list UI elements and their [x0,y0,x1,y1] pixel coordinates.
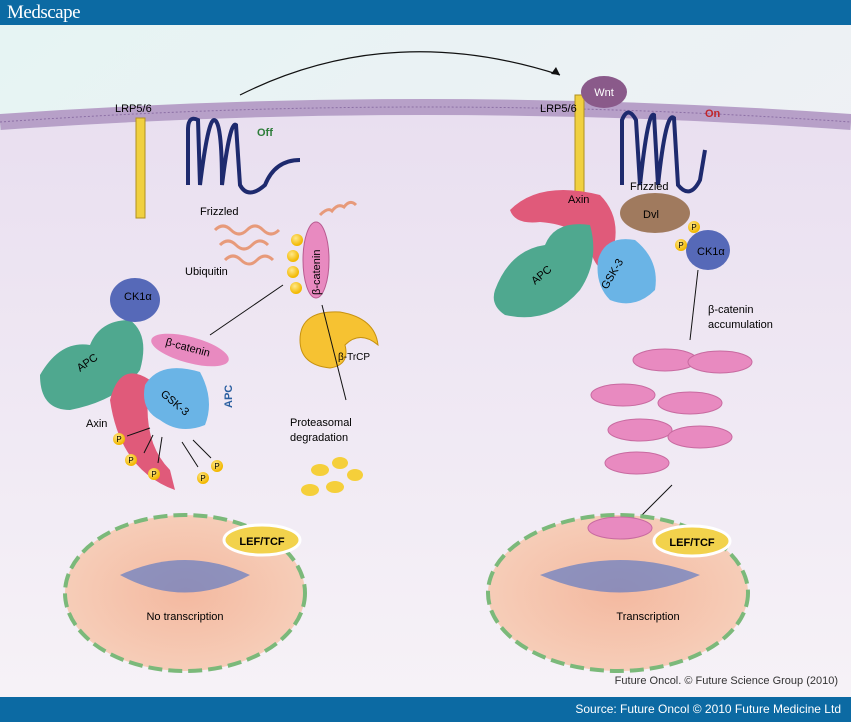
dvl-label: Dvl [643,209,659,221]
header-bar: Medscape [0,0,851,25]
ubiquitin-chain [213,200,358,266]
wnt-ligand [581,76,627,108]
gsk3-right [597,239,656,304]
ck1a-right [686,230,730,270]
ck1a-label-left: CK1α [124,291,152,303]
svg-text:P: P [214,462,219,471]
off-label: Off [257,127,273,139]
degraded-fragments [301,457,363,496]
axin-label-right: Axin [568,194,589,206]
phospho-groups-right: P P [675,221,700,251]
wnt-label: Wnt [594,87,614,99]
lrp-label-left: LRP5/6 [115,103,152,115]
axin-right [510,190,616,268]
svg-text:P: P [678,241,683,250]
proteasomal-label: Proteasomal [290,417,352,429]
gsk3-left [144,368,209,429]
apc-protein-right [493,224,594,318]
frizzled-right [620,110,707,194]
lrp-label-right: LRP5/6 [540,103,577,115]
phospho-group-top [287,234,303,294]
frizzled-left [186,116,301,195]
lef-tcf-label-right: LEF/TCF [669,537,714,549]
apc-label-vertical: APC [223,385,235,408]
svg-text:P: P [151,470,156,479]
svg-text:P: P [691,223,696,232]
source-credit: Source: Future Oncol © 2010 Future Medic… [575,702,841,716]
medscape-logo[interactable]: Medscape [7,2,81,23]
wnt-pathway-figure: LRP5/6 Off Frizzled Ubiquitin β-catenin … [0,25,851,697]
transition-arrow [239,51,561,96]
ubiquitin-label: Ubiquitin [185,266,228,278]
lef-tcf-label-left: LEF/TCF [239,536,284,548]
accumulation-label-2: accumulation [708,319,773,331]
accumulated-beta-catenin [590,348,753,475]
degradation-label: degradation [290,432,348,444]
beta-catenin-degraded [302,221,330,299]
frizzled-label-left: Frizzled [200,206,239,218]
nucleus-right: LEF/TCF Transcription [486,513,750,673]
figure-credit: Future Oncol. © Future Science Group (20… [615,675,838,687]
lrp-receptor-left [135,117,146,219]
nuclear-beta-catenin [587,516,653,540]
transcription-label: Transcription [616,611,679,623]
ck1a-label-right: CK1α [697,246,725,258]
svg-text:P: P [116,435,121,444]
beta-catenin-complex [151,333,229,367]
btrcp-label: β-TrCP [338,352,370,363]
phospho-groups-left: P P P P P [113,433,223,484]
footer-bar: Source: Future Oncol © 2010 Future Medic… [0,697,851,722]
bcatenin-label-top: β-catenin [311,250,323,295]
btrcp [299,311,379,369]
axin-label-left: Axin [86,418,107,430]
no-transcription-label: No transcription [146,611,223,623]
svg-text:P: P [200,474,205,483]
on-label: On [705,108,721,120]
nucleus-left: LEF/TCF No transcription [63,513,307,673]
svg-text:P: P [128,456,133,465]
dvl [620,193,690,233]
ck1a-left [110,278,160,322]
accumulation-label-1: β-catenin [708,304,753,316]
frizzled-label-right: Frizzled [630,181,669,193]
